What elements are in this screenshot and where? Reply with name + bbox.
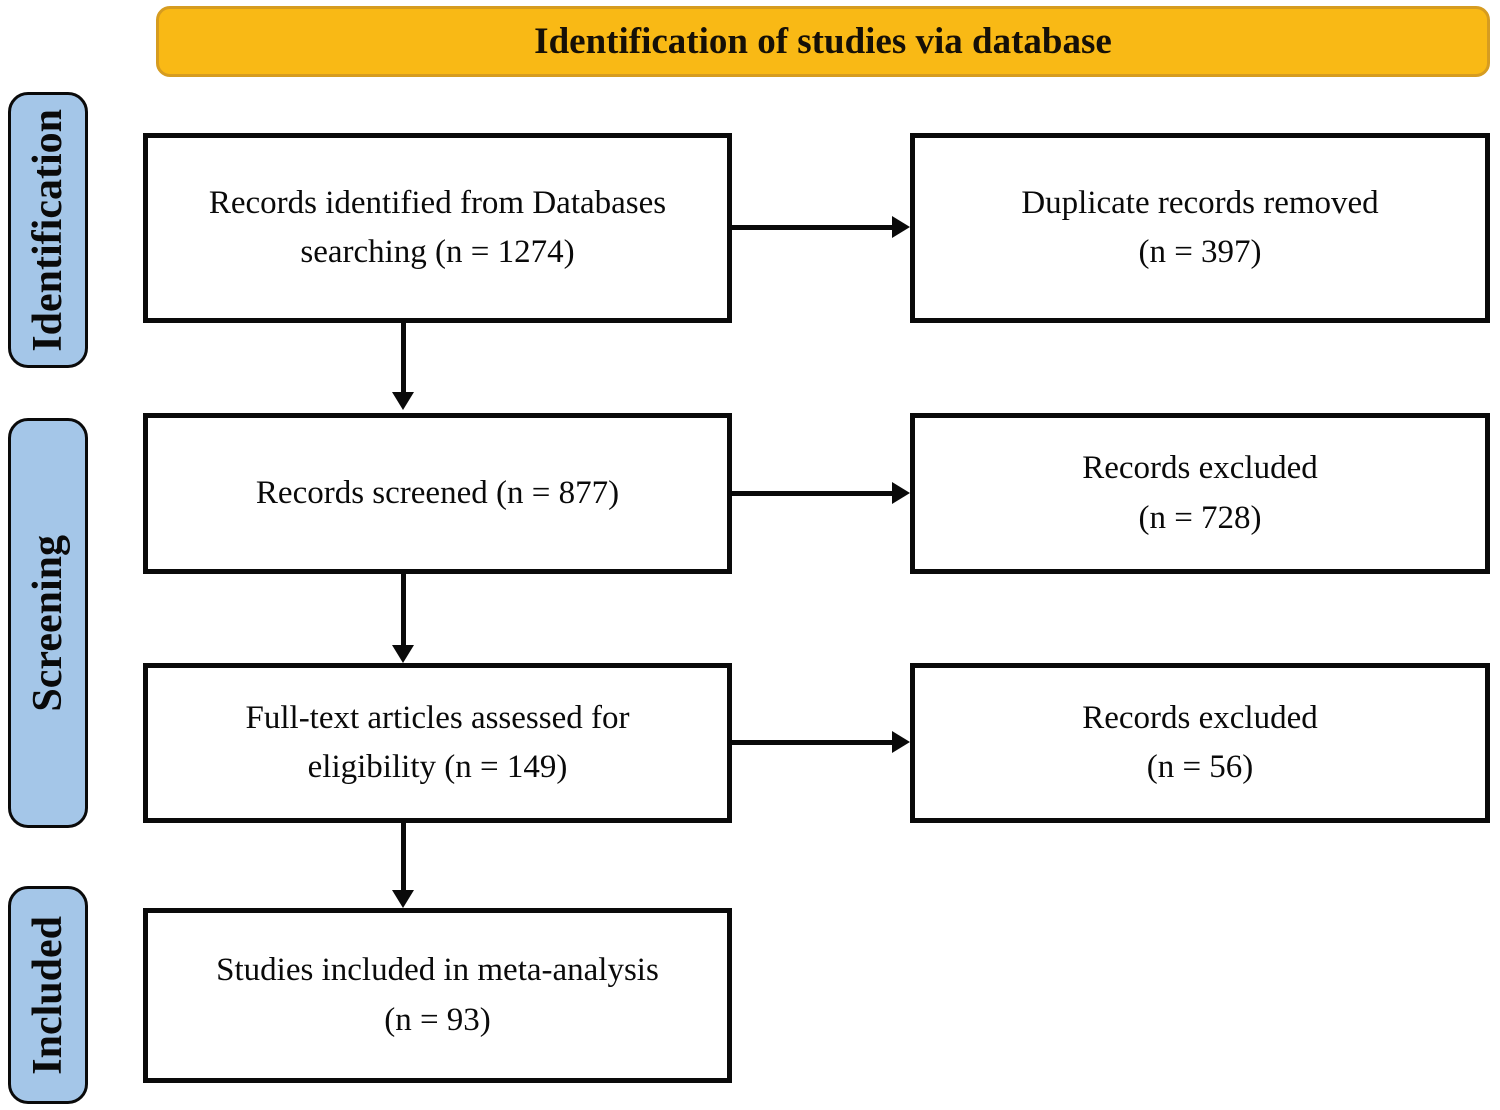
box-records-excluded-fulltext: Records excluded (n = 56) [910,663,1490,823]
stage-label-identification-text: Identification [25,108,71,352]
box-records-identified: Records identified from Databases search… [143,133,732,323]
box-duplicates-removed: Duplicate records removed (n = 397) [910,133,1490,323]
box-records-screened-line1: Records screened (n = 877) [255,474,620,511]
box-records-screened: Records screened (n = 877) [143,413,732,574]
box-duplicates-removed-line1: Duplicate records removed [1021,184,1379,221]
stage-label-included-text: Included [25,915,71,1075]
box-records-identified-line1: Records identified from Databases [208,184,667,221]
box-studies-included: Studies included in meta-analysis (n = 9… [143,908,732,1083]
box-fulltext-assessed: Full-text articles assessed for eligibil… [143,663,732,823]
box-studies-included-line1: Studies included in meta-analysis [216,952,659,988]
box-records-excluded-screening-line1: Records excluded [1082,450,1318,486]
box-fulltext-assessed-line2: eligibility (n = 149) [307,749,568,785]
stage-label-included: Included [8,886,88,1104]
stage-label-identification: Identification [8,92,88,368]
box-records-excluded-fulltext-line2: (n = 56) [1146,749,1254,785]
box-records-identified-line2: searching (n = 1274) [300,234,575,270]
box-duplicates-removed-line2: (n = 397) [1138,234,1262,270]
box-fulltext-assessed-line1: Full-text articles assessed for [245,699,630,736]
stage-label-screening: Screening [8,418,88,828]
box-records-excluded-screening: Records excluded (n = 728) [910,413,1490,574]
box-records-excluded-screening-line2: (n = 728) [1138,499,1262,536]
stage-label-screening-text: Screening [25,534,71,712]
banner-title: Identification of studies via database [156,6,1490,77]
box-records-excluded-fulltext-line1: Records excluded [1082,699,1318,736]
box-studies-included-line2: (n = 93) [384,1001,491,1038]
